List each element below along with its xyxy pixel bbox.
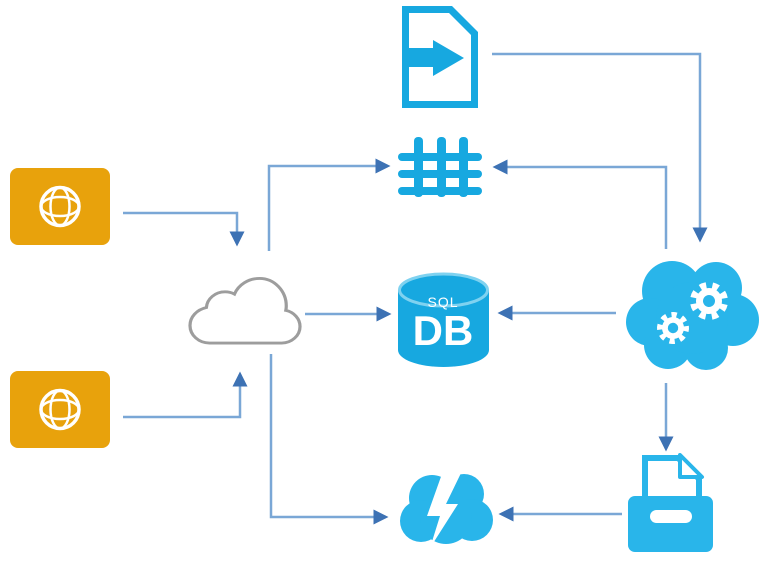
globe-icon xyxy=(39,185,81,228)
web-tile-top xyxy=(10,168,110,245)
arrow-services-to-grid xyxy=(492,159,668,249)
cloud-lightning-icon xyxy=(400,471,493,548)
cloud-body xyxy=(626,261,759,370)
connectors xyxy=(123,52,708,525)
import-file-icon xyxy=(402,6,478,108)
table-grid-icon xyxy=(398,137,482,197)
db-label: DB xyxy=(413,307,474,354)
sql-database-icon: SQL DB xyxy=(398,272,489,367)
gear-icon-large xyxy=(690,282,728,320)
document xyxy=(642,453,704,507)
arrow-importfile-to-services xyxy=(492,52,708,243)
arrow-cloud-to-eventcloud xyxy=(269,354,389,525)
globe-icon xyxy=(39,388,81,431)
file-tray-icon xyxy=(628,453,713,552)
tray-slot xyxy=(650,510,692,523)
tray xyxy=(628,496,713,552)
lightning-bolt xyxy=(427,471,462,548)
arrow-webbottom-to-cloud xyxy=(123,371,248,419)
cloud-icon xyxy=(188,276,302,345)
sql-label: SQL xyxy=(427,294,458,310)
arrow-webtop-to-cloud xyxy=(123,211,245,247)
gear-icon-small xyxy=(657,312,689,344)
cloud-gears-icon xyxy=(626,261,759,370)
arrow-cloud-to-grid xyxy=(267,158,391,251)
web-tile-bottom xyxy=(10,371,110,448)
